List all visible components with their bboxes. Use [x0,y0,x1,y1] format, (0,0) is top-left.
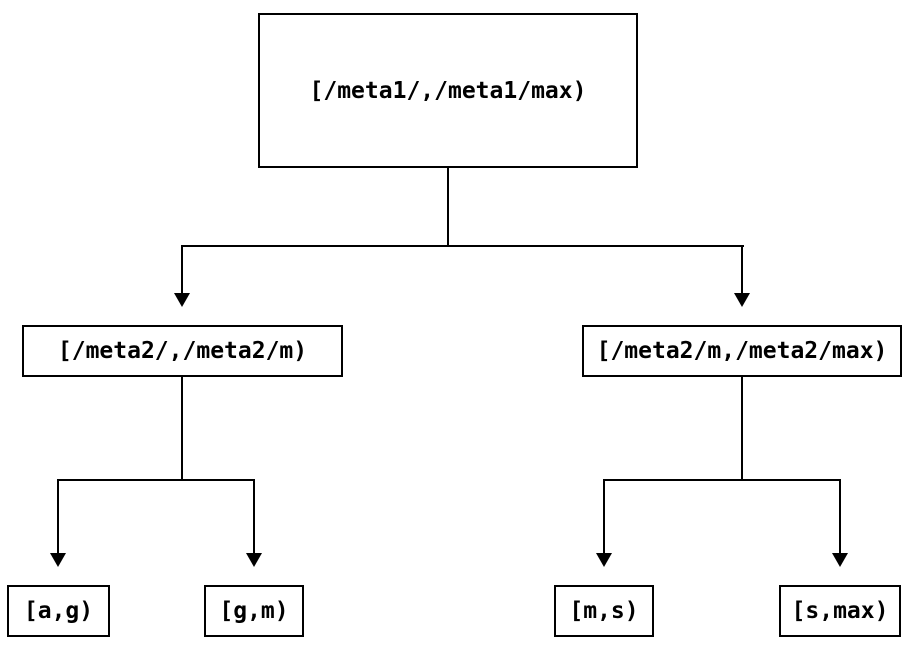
connector-to-leaf-m-s [603,479,605,553]
arrowhead-down-icon [50,553,66,567]
connector-level2-left-stem [181,377,183,481]
connector-root-branch-bar [181,245,744,247]
node-leaf-m-s: [m,s) [554,585,654,637]
connector-root-stem [447,168,449,246]
connector-level2-right-stem [741,377,743,481]
arrowhead-down-icon [596,553,612,567]
connector-to-level2-right [741,245,743,293]
node-level2-left: [/meta2/,/meta2/m) [22,325,343,377]
node-leaf-s-max: [s,max) [779,585,901,637]
connector-to-leaf-s-max [839,479,841,553]
node-leaf-g-m: [g,m) [204,585,304,637]
connector-to-level2-left [181,245,183,293]
node-level2-right: [/meta2/m,/meta2/max) [582,325,902,377]
arrowhead-down-icon [246,553,262,567]
connector-left-branch-bar [57,479,255,481]
connector-right-branch-bar [603,479,841,481]
arrowhead-down-icon [734,293,750,307]
arrowhead-down-icon [832,553,848,567]
connector-to-leaf-g-m [253,479,255,553]
node-root: [/meta1/,/meta1/max) [258,13,638,168]
node-leaf-a-g: [a,g) [7,585,110,637]
arrowhead-down-icon [174,293,190,307]
connector-to-leaf-a-g [57,479,59,553]
